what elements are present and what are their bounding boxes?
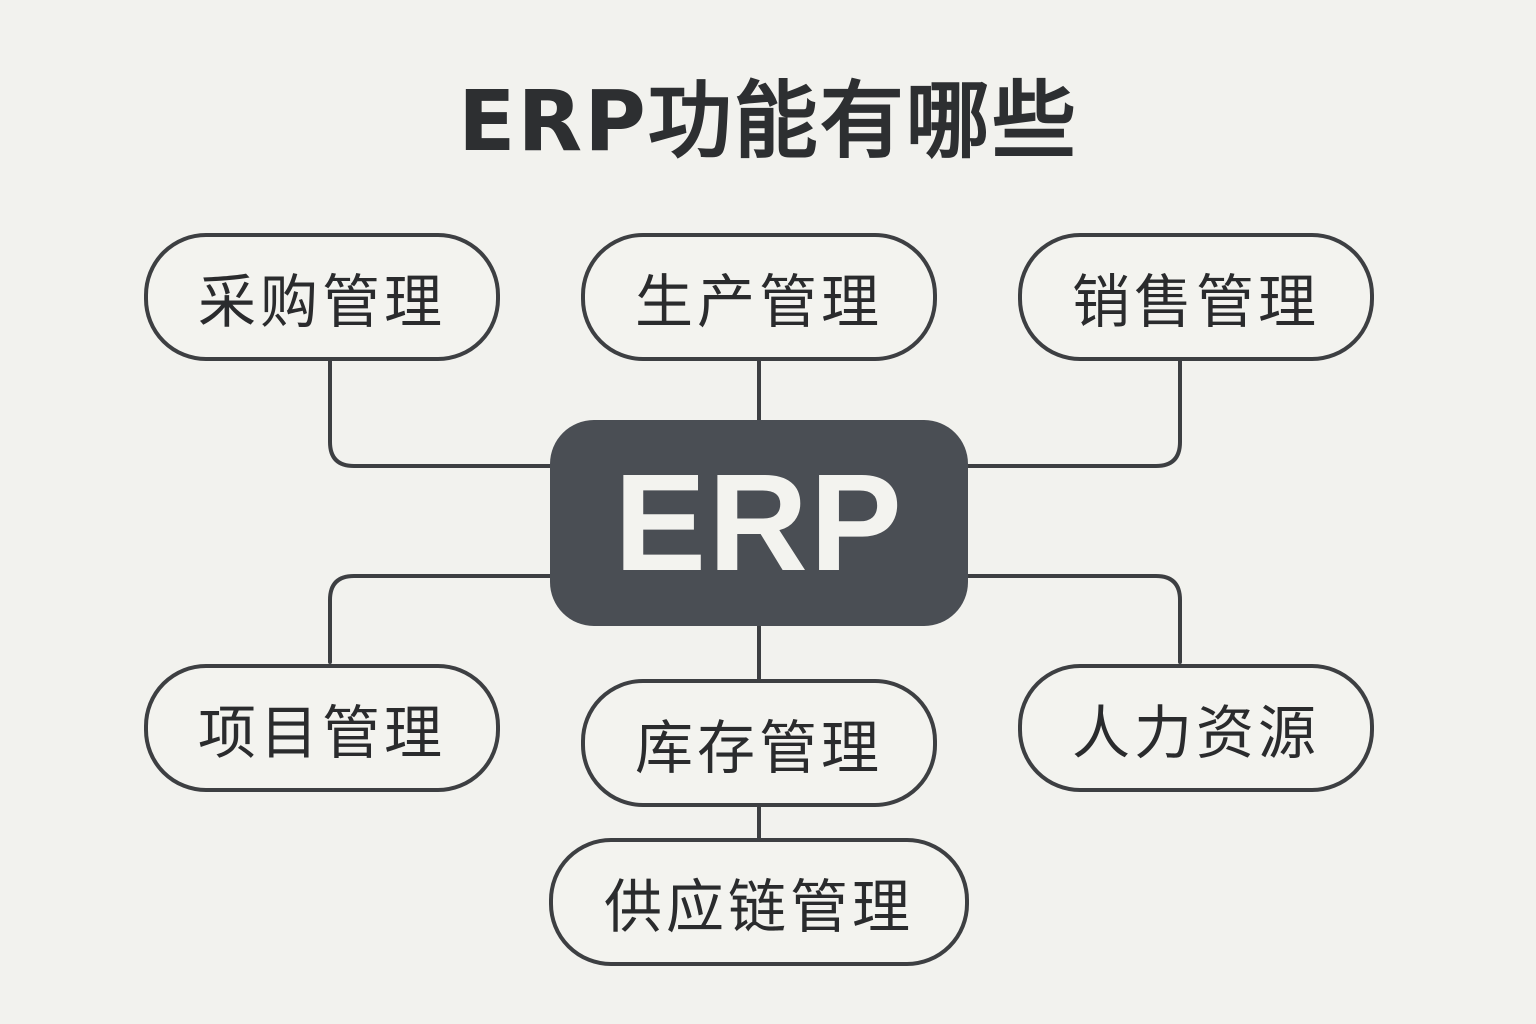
node-production: 生产管理 bbox=[581, 233, 937, 361]
node-inventory: 库存管理 bbox=[581, 679, 937, 807]
node-supply-chain: 供应链管理 bbox=[549, 838, 969, 966]
connector-hr bbox=[964, 574, 1182, 664]
node-project: 项目管理 bbox=[144, 664, 500, 792]
erp-hub-node: ERP bbox=[550, 420, 968, 626]
node-sales: 销售管理 bbox=[1018, 233, 1374, 361]
connector-project bbox=[328, 574, 554, 664]
connector-procurement bbox=[328, 358, 554, 468]
node-procurement: 采购管理 bbox=[144, 233, 500, 361]
diagram-title: ERP功能有哪些 bbox=[458, 72, 1078, 170]
node-hr: 人力资源 bbox=[1018, 664, 1374, 792]
connector-sales bbox=[964, 358, 1182, 468]
